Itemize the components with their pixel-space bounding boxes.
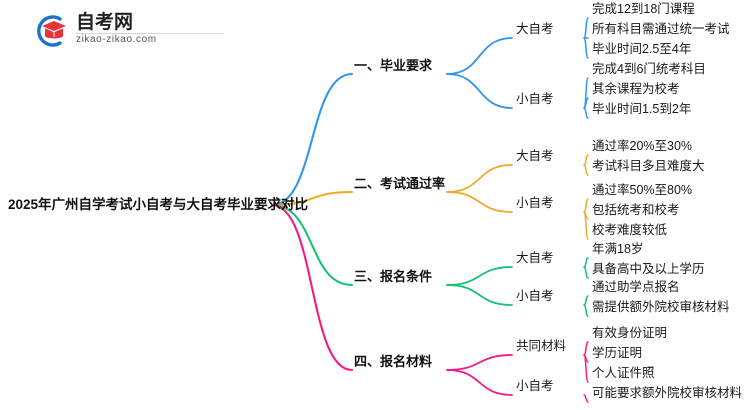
site-logo: 自考网 zikao-zikao.com	[30, 10, 230, 52]
leaf-label-2-1-1[interactable]: 通过率20%至30%	[592, 139, 693, 153]
branch-label-3[interactable]: 三、报名条件	[354, 269, 433, 284]
leaf-label-1-2-2[interactable]: 其余课程为校考	[592, 82, 680, 96]
leaf-label-2-1-2[interactable]: 考试科目多且难度大	[592, 159, 705, 173]
leaf-label-4-1-3[interactable]: 个人证件照	[592, 366, 655, 380]
leaf-label-1-2-3[interactable]: 毕业时间1.5到2年	[592, 102, 692, 116]
leaf-label-4-1-1[interactable]: 有效身份证明	[592, 326, 668, 340]
leaf-label-1-1-1[interactable]: 完成12到18门课程	[592, 2, 695, 16]
group-label-4-1[interactable]: 共同材料	[516, 339, 567, 353]
group-label-1-1[interactable]: 大自考	[516, 22, 554, 36]
leaf-label-3-2-1[interactable]: 通过助学点报名	[592, 280, 680, 294]
leaf-label-2-2-2[interactable]: 包括统考和校考	[592, 203, 680, 217]
leaf-label-4-1-2[interactable]: 学历证明	[592, 346, 643, 360]
leaf-label-4-2-1[interactable]: 可能要求额外院校审核材料	[592, 386, 743, 400]
leaf-label-2-2-3[interactable]: 校考难度较低	[592, 223, 668, 237]
group-label-2-1[interactable]: 大自考	[516, 149, 554, 163]
group-label-4-2[interactable]: 小自考	[516, 379, 554, 393]
leaf-label-1-1-2[interactable]: 所有科目需通过统一考试	[592, 22, 730, 36]
branch-label-2[interactable]: 二、考试通过率	[354, 176, 446, 191]
leaf-label-3-2-2[interactable]: 需提供额外院校审核材料	[592, 300, 730, 314]
branch-label-1[interactable]: 一、毕业要求	[354, 58, 433, 73]
leaf-label-2-2-1[interactable]: 通过率50%至80%	[592, 183, 693, 197]
group-label-3-1[interactable]: 大自考	[516, 251, 554, 265]
graduation-cap-icon	[30, 12, 70, 50]
group-label-1-2[interactable]: 小自考	[516, 92, 554, 106]
leaf-label-3-1-2[interactable]: 具备高中及以上学历	[592, 262, 705, 276]
branch-label-4[interactable]: 四、报名材料	[354, 354, 433, 369]
logo-url: zikao-zikao.com	[76, 34, 157, 45]
group-label-2-2[interactable]: 小自考	[516, 196, 554, 210]
logo-name: 自考网	[76, 12, 134, 33]
root-node-label[interactable]: 2025年广州自学考试小自考与大自考毕业要求对比	[8, 197, 309, 212]
leaf-label-3-1-1[interactable]: 年满18岁	[592, 242, 644, 256]
logo-divider	[76, 33, 224, 34]
group-label-3-2[interactable]: 小自考	[516, 289, 554, 303]
leaf-label-1-2-1[interactable]: 完成4到6门统考科目	[592, 62, 706, 76]
leaf-label-1-1-3[interactable]: 毕业时间2.5至4年	[592, 42, 692, 56]
